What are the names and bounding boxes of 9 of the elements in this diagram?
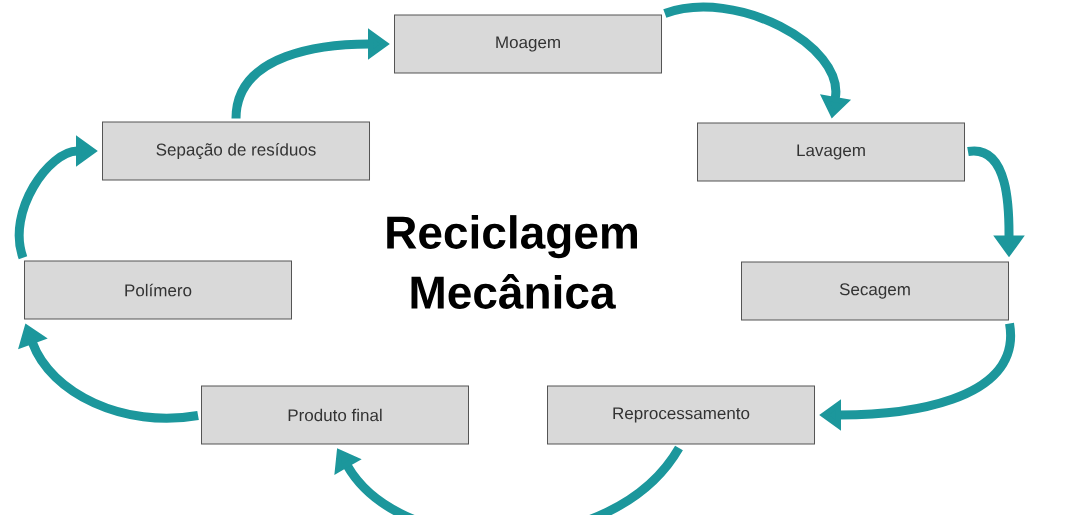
process-box: Produto final — [201, 385, 469, 445]
curved-arrow — [334, 445, 683, 515]
process-box: Sepação de resíduos — [102, 121, 370, 181]
process-box: Secagem — [741, 261, 1009, 321]
process-box: Polímero — [24, 260, 292, 320]
process-box: Reprocessamento — [547, 385, 815, 445]
title: Reciclagem Mecânica — [387, 215, 637, 309]
process-box: Lavagem — [697, 122, 965, 182]
process-box: Moagem — [394, 14, 662, 74]
